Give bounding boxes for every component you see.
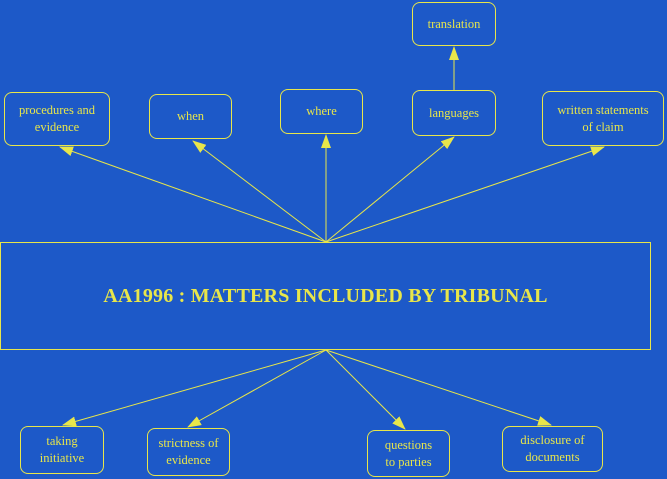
node-when-label: when	[176, 109, 205, 123]
node-written-statements-of-claim: written statements of claim	[542, 91, 664, 146]
node-when: when	[149, 94, 232, 139]
node-initiative-label: taking initiative	[39, 434, 85, 465]
node-where-label: where	[306, 104, 337, 118]
arrow-to-disclosure	[325, 349, 552, 426]
arrow-to-strictness	[187, 349, 327, 428]
node-written-label: written statements of claim	[557, 102, 649, 134]
node-where: where	[280, 89, 363, 134]
arrow-to-written	[325, 146, 605, 243]
node-strictness-label: strictness of evidence	[158, 436, 219, 467]
central-topic: AA1996 : MATTERS INCLUDED BY TRIBUNAL	[0, 242, 651, 350]
node-languages-label: languages	[429, 105, 479, 120]
arrow-to-questions	[325, 349, 406, 430]
node-questions-to-parties: questions to parties	[367, 430, 450, 477]
arrow-to-when	[192, 140, 327, 243]
arrow-to-initiative	[62, 349, 327, 427]
arrow-to-languages	[325, 136, 455, 243]
node-procedures-label: procedures and evidence	[18, 103, 95, 134]
node-procedures-and-evidence: procedures and evidence	[4, 92, 110, 146]
central-topic-label: AA1996 : MATTERS INCLUDED BY TRIBUNAL	[103, 284, 548, 307]
node-translation: translation	[412, 2, 496, 46]
node-languages: languages	[412, 90, 496, 136]
node-taking-initiative: taking initiative	[20, 426, 104, 474]
node-disclosure-of-documents: disclosure of documents	[502, 426, 603, 472]
node-disclosure-label: disclosure of documents	[520, 433, 585, 464]
node-strictness-of-evidence: strictness of evidence	[147, 428, 230, 476]
node-translation-label: translation	[427, 16, 481, 31]
arrow-to-procedures	[59, 146, 327, 243]
node-questions-label: questions to parties	[384, 437, 433, 469]
